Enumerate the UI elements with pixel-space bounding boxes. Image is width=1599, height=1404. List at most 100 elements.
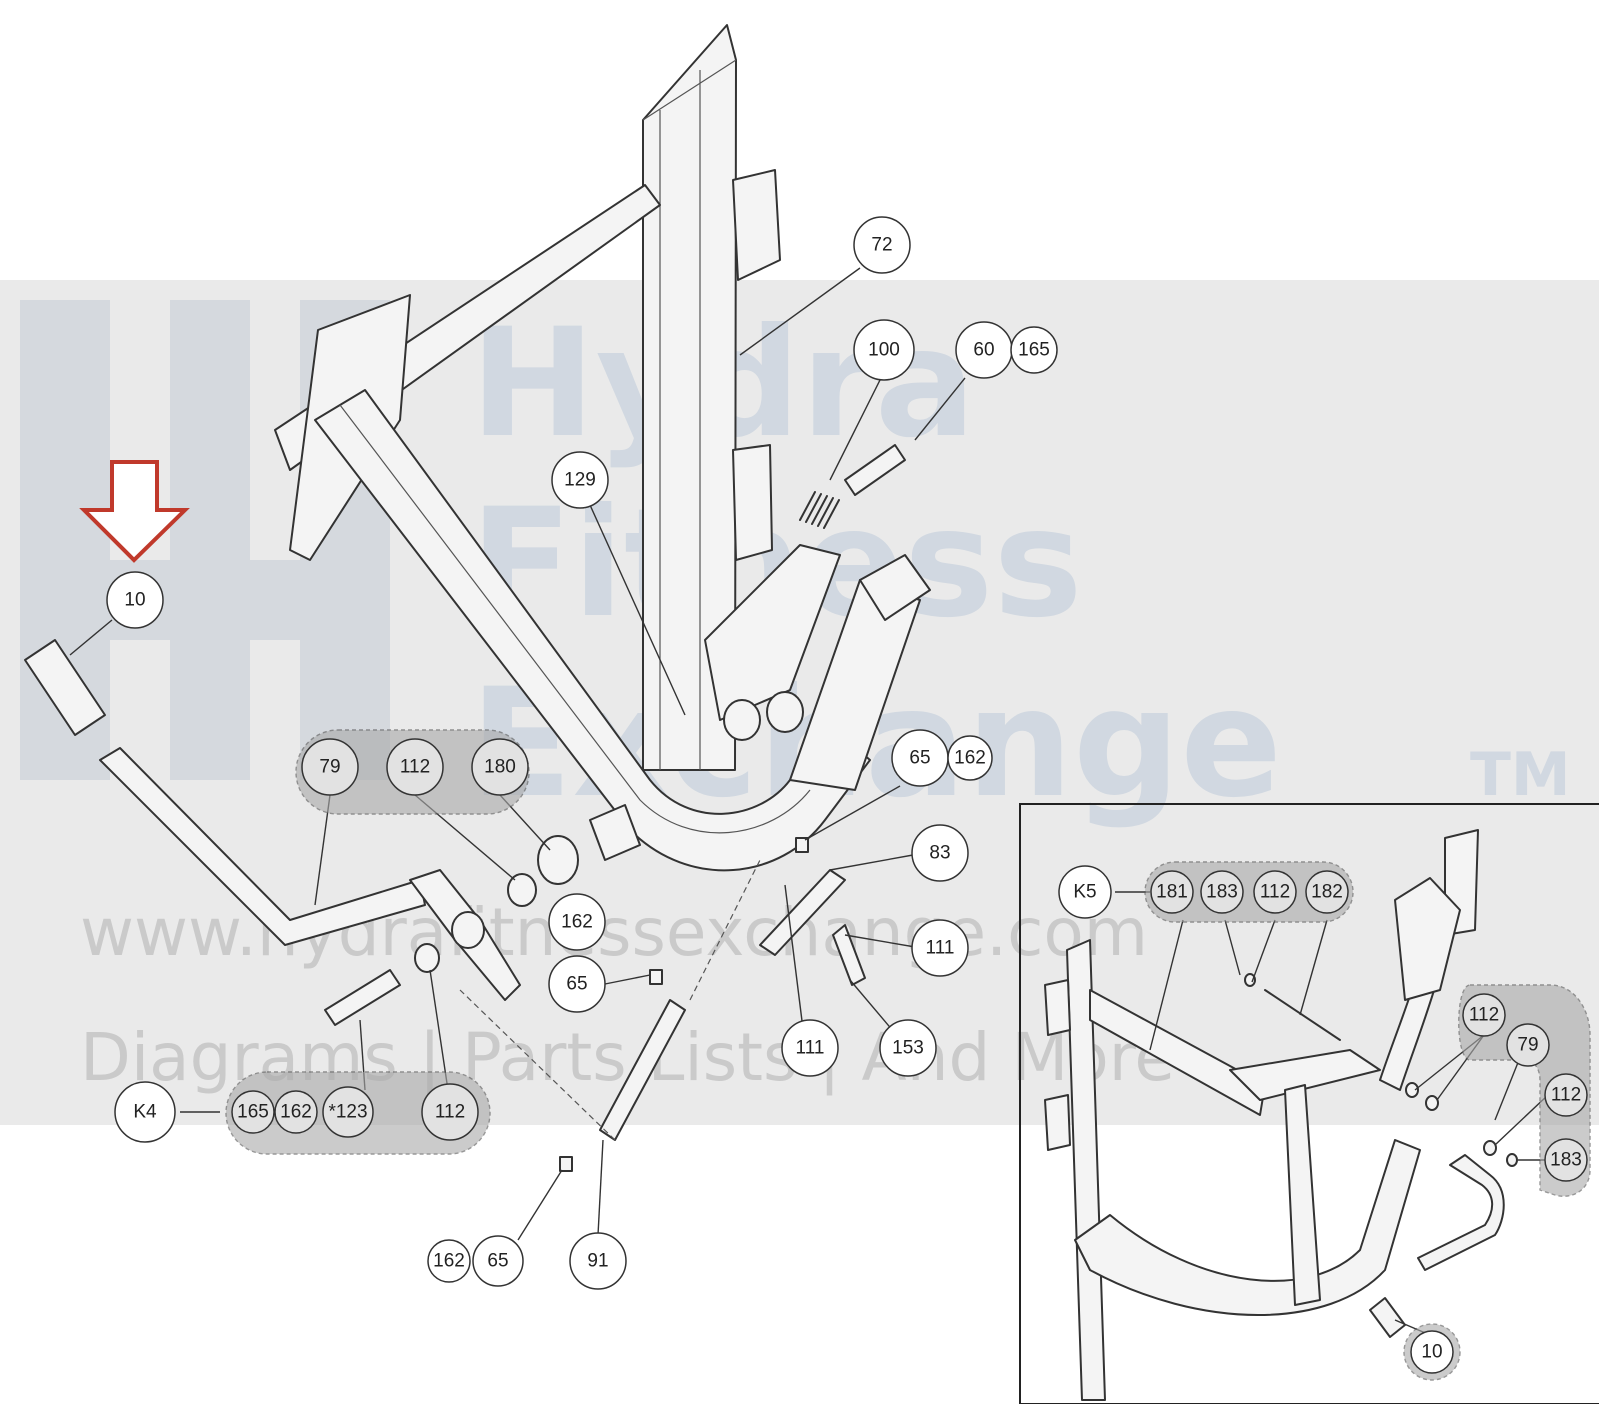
svg-text:65: 65 [909,748,930,769]
bolt-65-upper [795,837,809,853]
inset-washer-b [1425,1095,1439,1111]
inset-callout-183: 183 [1200,870,1244,914]
inset-callout-10: 10 [1410,1330,1454,1374]
main-frame-drawing [274,24,931,907]
watermark-url: www.hydrafitnessexchange.com [80,894,1148,971]
post-bracket-lower [732,444,773,561]
svg-text:112: 112 [1469,1005,1499,1026]
callout-79: 79 [301,738,359,796]
svg-text:79: 79 [319,757,340,778]
inset-upright [1066,939,1106,1401]
svg-text:112: 112 [400,757,430,778]
washer-112 [507,873,537,907]
callout-165: 165 [1010,326,1058,374]
svg-text:65: 65 [487,1251,508,1272]
callout-180: 180 [471,738,529,796]
inset-callout-112: 112 [1462,993,1506,1037]
svg-text:162: 162 [954,748,986,769]
svg-text:181: 181 [1156,882,1188,903]
svg-text:111: 111 [926,938,955,959]
callout-100: 100 [853,319,915,381]
bolt-123 [324,969,401,1026]
svg-text:162: 162 [561,912,593,933]
callout-83: 83 [911,824,969,882]
svg-text:79: 79 [1517,1035,1538,1056]
svg-text:153: 153 [892,1038,924,1059]
callout-129: 129 [551,451,609,509]
callout-112: 112 [386,738,444,796]
highlight-arrow [79,460,190,563]
svg-text:65: 65 [566,974,587,995]
pivot-plate [704,544,841,721]
lever-washer [414,943,440,973]
callout-162: 162 [274,1090,318,1134]
inset-callout-112: 112 [1253,870,1297,914]
svg-text:111: 111 [796,1038,825,1059]
callout-111: 111 [781,1019,839,1077]
bolt-65-lower [649,969,663,985]
svg-text:100: 100 [868,340,900,361]
callout-123: *123 [322,1086,374,1138]
svg-text:112: 112 [435,1102,465,1123]
svg-text:165: 165 [1018,340,1050,361]
inset-frame [1019,803,1599,1404]
inset-seat-support [1229,1049,1381,1101]
bolt-153 [832,924,866,986]
sleeve-10 [24,639,106,736]
lever-arm [789,579,921,791]
inset-callout-182: 182 [1305,870,1349,914]
svg-text:60: 60 [973,340,994,361]
callout-91: 91 [569,1232,627,1290]
svg-text:162: 162 [280,1102,312,1123]
linkage-drawing [459,837,866,1172]
svg-text:10: 10 [1421,1342,1442,1363]
svg-text:K4: K4 [133,1102,157,1123]
inset-callout-181: 181 [1150,870,1194,914]
inset-washer-d [1506,1153,1518,1167]
svg-text:129: 129 [564,470,596,491]
callout-10: 10 [106,571,164,629]
inset-washer-c [1483,1140,1497,1156]
callout-165: 165 [231,1090,275,1134]
upright-post [642,24,737,771]
svg-text:180: 180 [484,757,516,778]
watermark-tm: TM [1470,740,1571,810]
inset-bracket-upper [1044,979,1071,1036]
inset-cross-tube [1089,989,1266,1116]
svg-text:183: 183 [1206,882,1238,903]
callout-162: 162 [548,893,606,951]
callout-162: 162 [427,1239,471,1283]
svg-text:112: 112 [1551,1085,1581,1106]
inset-pin-182 [1264,989,1341,1041]
callout-60: 60 [955,321,1013,379]
inset-pivot-plate [1394,877,1461,1001]
svg-text:165: 165 [237,1102,269,1123]
svg-text:K5: K5 [1073,882,1096,903]
link-plate-83 [759,869,846,956]
svg-text:72: 72 [871,235,892,256]
pivot-bushing-b [766,691,804,733]
svg-text:10: 10 [124,590,145,611]
inset-group-pill-181-182 [1144,861,1354,923]
svg-text:182: 182 [1311,882,1343,903]
svg-text:83: 83 [929,843,950,864]
watermark-logo-mark [20,300,390,780]
svg-text:162: 162 [433,1251,465,1272]
bushing-large [589,804,641,861]
link-rod-91 [599,999,686,1141]
svg-text:183: 183 [1550,1150,1582,1171]
inset-detail: K5 181 183 112 182 112 79 112 183 10 [1019,803,1599,1404]
inset-washer-a [1405,1082,1419,1098]
callout-111: 111 [911,919,969,977]
callout-65: 65 [472,1235,524,1287]
callout-162: 162 [947,735,993,781]
callout-153: 153 [879,1019,937,1077]
inset-callout-79: 79 [1506,1023,1550,1067]
inset-callout-k5: K5 [1058,865,1112,919]
lever-bushing [451,911,485,949]
inset-washer-e [1244,973,1256,987]
bolt-65-bottom [559,1156,573,1172]
pivot-bushing-a [723,699,761,741]
handle-grip [859,554,931,621]
